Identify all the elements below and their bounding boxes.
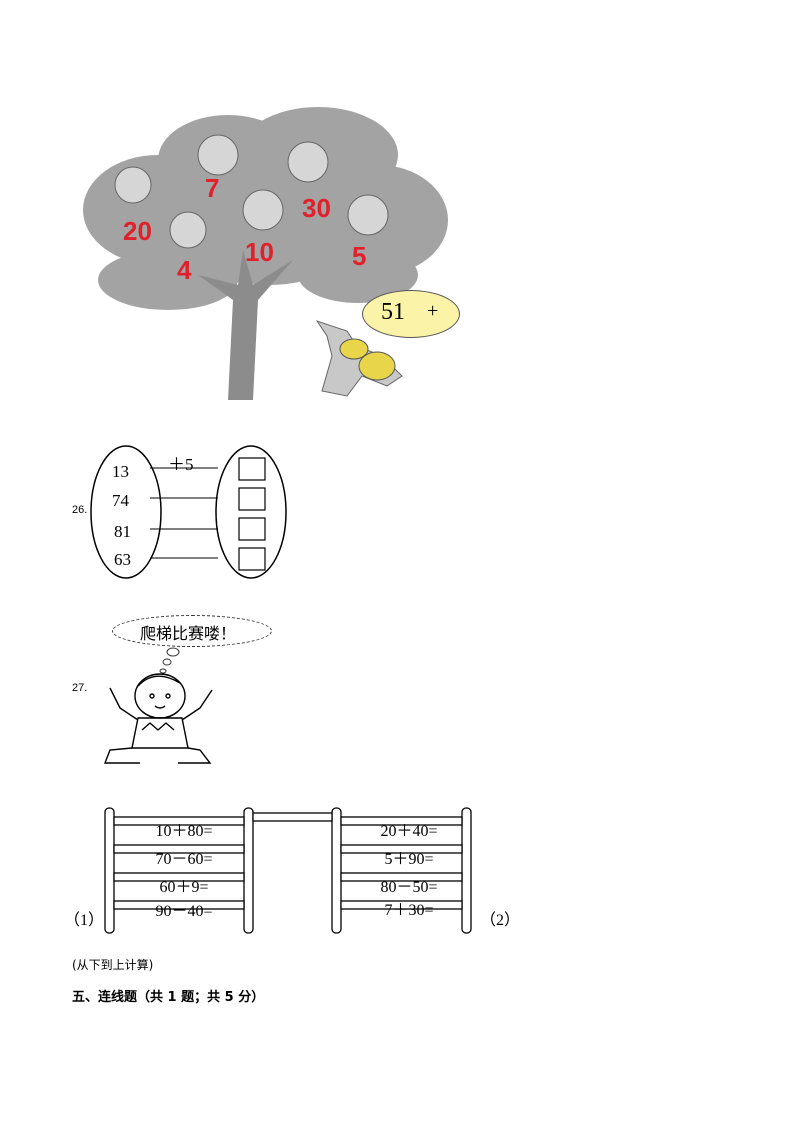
answer-box [238, 517, 266, 541]
right-rung-equation: 5＋90= [384, 851, 434, 868]
left-rung-equation: 60＋9= [159, 879, 209, 896]
input-number: 74 [112, 491, 129, 510]
calculation-note: (从下到上计算) [72, 958, 154, 972]
question-number: 27. [72, 682, 88, 694]
thought-dots [159, 647, 180, 674]
answer-box [238, 487, 266, 511]
tree-number: 10 [245, 237, 274, 267]
thought-bubble-text: 爬梯比赛喽！ [140, 624, 237, 643]
right-rung-equation: 20＋40= [380, 823, 438, 840]
speech-bubble [362, 290, 460, 338]
tree-drawing [83, 107, 448, 400]
operation-label: ＋5 [168, 455, 194, 474]
answer-box [238, 457, 266, 481]
question-number: 26. [72, 504, 88, 516]
monkey-illustration [302, 316, 412, 398]
tree-number: 4 [177, 255, 192, 285]
tree-number: 5 [352, 241, 367, 271]
input-number: 13 [112, 462, 129, 481]
left-ladder-label: （1） [64, 912, 105, 929]
tree-number: 30 [302, 193, 331, 223]
tree-number: 7 [205, 173, 220, 203]
mapping-diagram [90, 445, 287, 579]
right-rung-equation: 80－50= [380, 879, 438, 896]
right-ladder-label: （2） [480, 912, 521, 929]
boy-illustration [103, 673, 213, 764]
left-rung-equation: 70－60= [155, 851, 213, 868]
section-heading: 五、连线题（共 1 题；共 5 分） [72, 990, 265, 1005]
input-number: 81 [114, 522, 131, 541]
thought-bubble [112, 615, 272, 647]
left-rung-equation: 90－40= [155, 903, 213, 920]
answer-box [238, 547, 266, 571]
ladder-drawing [104, 807, 472, 934]
bubble-number: 51 [381, 299, 405, 325]
input-number: 63 [114, 550, 131, 569]
bubble-plus-sign: + [427, 300, 439, 322]
apple-tree-illustration [78, 100, 468, 400]
left-rung-equation: 10＋80= [155, 823, 213, 840]
right-rung-equation: 7＋30= [384, 902, 434, 919]
tree-number: 20 [123, 216, 152, 246]
